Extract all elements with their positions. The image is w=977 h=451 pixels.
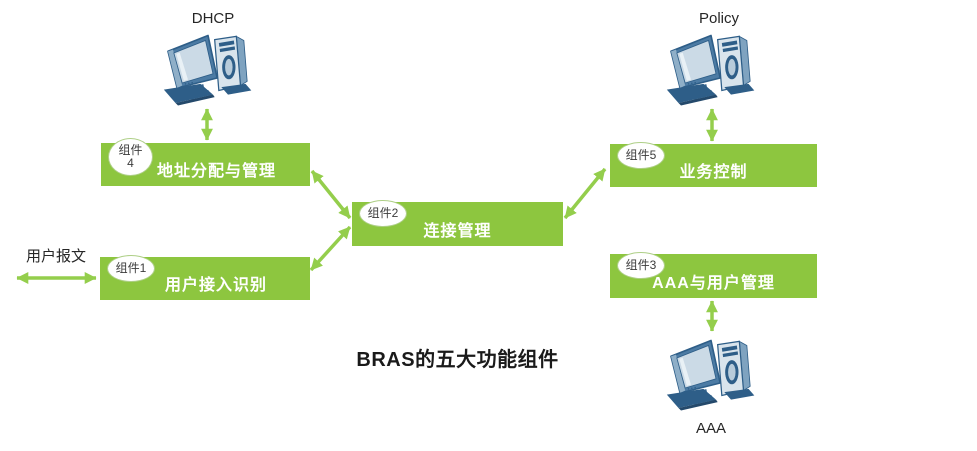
component3-label: AAA与用户管理 — [652, 275, 775, 292]
component5-label: 业务控制 — [679, 164, 748, 181]
user-packet-label: 用户报文 — [26, 248, 87, 265]
arrow-component2-component5 — [563, 167, 607, 220]
policy-label: Policy — [698, 10, 739, 27]
component4-label: 地址分配与管理 — [156, 163, 276, 180]
component2-label: 连接管理 — [423, 223, 492, 240]
component5-badge: 组件5 — [617, 142, 665, 169]
component2-badge: 组件2 — [359, 200, 407, 227]
arrow-component4-component2 — [310, 169, 352, 220]
component4-box: 组件 4 地址分配与管理 — [101, 138, 310, 186]
component5-box: 组件5 业务控制 — [610, 142, 817, 187]
component1-box: 组件1 用户接入识别 — [100, 255, 310, 300]
component4-badge: 组件 4 — [108, 138, 153, 176]
dhcp-computer-icon — [163, 34, 253, 107]
component1-label: 用户接入识别 — [164, 277, 267, 294]
diagram-title: BRAS的五大功能组件 — [356, 349, 559, 371]
policy-computer-icon — [666, 34, 756, 107]
component3-box: 组件3 AAA与用户管理 — [610, 252, 817, 298]
component2-box: 组件2 连接管理 — [352, 200, 563, 246]
aaa-computer-icon — [666, 339, 756, 412]
arrow-component2-component1 — [309, 225, 352, 272]
component1-badge: 组件1 — [107, 255, 155, 282]
dhcp-label: DHCP — [191, 10, 235, 27]
aaa-label: AAA — [695, 420, 726, 437]
component3-badge: 组件3 — [617, 252, 665, 279]
